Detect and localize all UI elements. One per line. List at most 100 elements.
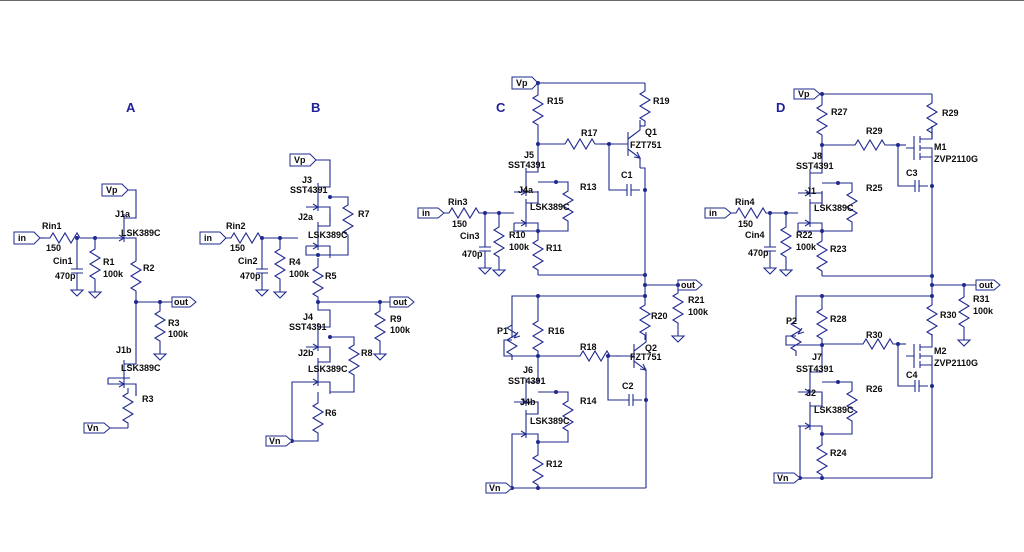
port-out-b	[389, 296, 415, 308]
port-vn-c-label: Vn	[489, 483, 501, 493]
port-vn-d-label: Vn	[777, 473, 789, 483]
j4-label: J4	[303, 312, 313, 322]
j7-label: J7	[812, 352, 822, 362]
rin2-value: 150	[230, 243, 245, 253]
port-out-d	[975, 279, 1001, 291]
r22-value: 100k	[796, 242, 817, 252]
r14-label: R14	[580, 396, 597, 406]
q2-label: Q2	[645, 343, 657, 353]
r30-series-label: R30	[866, 330, 883, 340]
c4-label: C4	[906, 370, 918, 380]
j8-label: J8	[812, 151, 822, 161]
r11-label: R11	[546, 243, 562, 253]
port-in-a	[13, 231, 41, 245]
r21-label: R21	[688, 295, 705, 305]
rin1-value: 150	[46, 243, 61, 253]
port-vp-b-label: Vp	[294, 155, 306, 165]
r30-drain-label: R30	[940, 310, 957, 320]
r9-label: R9	[390, 314, 402, 324]
r24-label: R24	[830, 448, 847, 458]
j4b-part: LSK389C	[530, 416, 570, 426]
port-vp-b	[289, 153, 317, 167]
j6-part: SST4391	[508, 376, 546, 386]
j2b-label: J2b	[298, 348, 314, 358]
j1-label: J1	[806, 186, 816, 196]
cin2-value: 470p	[240, 271, 261, 281]
port-vp-a	[101, 183, 129, 197]
j1b-label: J1b	[116, 345, 132, 355]
p1-label: P1	[497, 326, 508, 336]
j2-label: J2	[806, 388, 816, 398]
r20-label: R20	[651, 311, 668, 321]
port-in-b-label: in	[204, 233, 212, 243]
r29-drain-label: R29	[942, 108, 959, 118]
port-vn-c	[485, 482, 513, 494]
m2-label: M2	[934, 346, 947, 356]
section-title-a: A	[126, 100, 136, 115]
circuit-b: in Rin2 150 Cin2 470p R4 100k Vp J3 SST4…	[199, 153, 415, 447]
r3-lower-label: R3	[142, 394, 154, 404]
r4-value: 100k	[289, 269, 310, 279]
j5-label: J5	[524, 150, 534, 160]
cin2-label: Cin2	[238, 256, 258, 266]
m2-part: ZVP2110G	[934, 358, 978, 368]
r5-label: R5	[325, 271, 337, 281]
j1b-part: LSK389C	[121, 363, 161, 373]
r12-label: R12	[546, 459, 563, 469]
r17-label: R17	[581, 128, 598, 138]
rin1-label: Rin1	[42, 221, 62, 231]
rin3-label: Rin3	[448, 197, 468, 207]
q1-label: Q1	[645, 127, 657, 137]
port-in-c	[417, 207, 445, 219]
section-title-c: C	[496, 100, 506, 115]
circuit-a: in Rin1 150 Cin1 470p R1 100k J1a LSK389…	[13, 183, 197, 434]
r28-label: R28	[830, 314, 847, 324]
r21-value: 100k	[688, 307, 709, 317]
j1a-part: LSK389C	[121, 228, 161, 238]
j3-label: J3	[302, 175, 312, 185]
r22-label: R22	[796, 230, 813, 240]
r3-label: R3	[168, 318, 180, 328]
cin3-value: 470p	[462, 249, 483, 259]
r9-value: 100k	[390, 325, 411, 335]
rin4-label: Rin4	[735, 197, 755, 207]
circuit-d: Vp R27 R29 R29 M1 ZVP2110G C3 J8 SST4391…	[704, 88, 1001, 484]
cin4-value: 470p	[748, 248, 769, 258]
c3-label: C3	[906, 168, 918, 178]
j4a-part: LSK389C	[530, 202, 570, 212]
port-in-b	[199, 231, 227, 245]
port-vn-a	[83, 422, 111, 434]
port-vp-c-label: Vp	[516, 78, 528, 88]
r2-label: R2	[143, 263, 155, 273]
r16-label: R16	[548, 326, 565, 336]
r31-value: 100k	[973, 306, 994, 316]
port-vn-b	[265, 435, 293, 447]
section-title-b: B	[311, 100, 320, 115]
r1-label: R1	[103, 257, 115, 267]
cin3-label: Cin3	[460, 231, 480, 241]
r6-label: R6	[325, 408, 337, 418]
c2-label: C2	[622, 381, 634, 391]
j1a-label: J1a	[115, 209, 131, 219]
port-vn-d	[773, 472, 801, 484]
j3-part: SST4391	[290, 185, 328, 195]
port-vp-c	[511, 76, 539, 90]
j5-part: SST4391	[508, 160, 546, 170]
j2-part: LSK389C	[814, 405, 854, 415]
r18-label: R18	[580, 342, 597, 352]
r1-value: 100k	[103, 269, 124, 279]
r25-label: R25	[866, 183, 883, 193]
port-out-c-label: out	[681, 280, 695, 290]
rin2-label: Rin2	[226, 221, 246, 231]
m1-part: ZVP2110G	[934, 154, 978, 164]
r7-label: R7	[358, 209, 370, 219]
port-out-a-label: out	[174, 297, 188, 307]
r10-value: 100k	[509, 242, 530, 252]
j7-part: SST4391	[796, 364, 834, 374]
port-in-a-label: in	[18, 233, 26, 243]
r3-value: 100k	[168, 329, 189, 339]
r29-series-label: R29	[866, 126, 883, 136]
j2a-label: J2a	[298, 212, 314, 222]
port-in-d	[704, 207, 732, 219]
j4a-label: J4a	[518, 185, 534, 195]
